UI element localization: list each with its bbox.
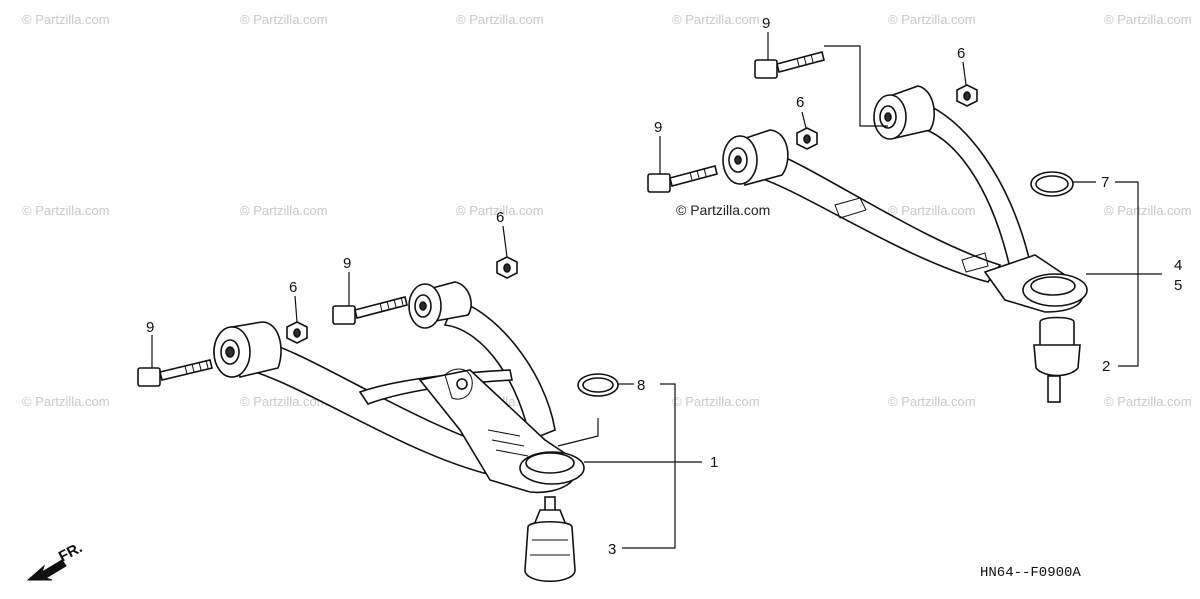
right-arm-ball-eye bbox=[1022, 273, 1088, 307]
callout-right-ball-joint: 2 bbox=[1102, 358, 1110, 375]
watermark-text: © Partzilla.com bbox=[1104, 12, 1192, 27]
left-ball-joint bbox=[524, 496, 576, 582]
watermark-text: © Partzilla.com bbox=[22, 12, 110, 27]
callout-right-bolt-front: 9 bbox=[654, 119, 662, 136]
callout-left-arm: 1 bbox=[710, 454, 718, 471]
watermark-text: © Partzilla.com bbox=[22, 394, 110, 409]
callout-right-nut-front: 6 bbox=[796, 94, 804, 111]
right-ball-joint bbox=[1033, 316, 1081, 403]
watermark-text: © Partzilla.com bbox=[888, 12, 976, 27]
watermark-text: © Partzilla.com bbox=[888, 203, 976, 218]
callout-left-nut-front: 6 bbox=[289, 279, 297, 296]
callout-left-ball-joint: 3 bbox=[608, 541, 616, 558]
callout-right-circlip: 7 bbox=[1101, 174, 1109, 191]
watermark-text: © Partzilla.com bbox=[240, 394, 328, 409]
right-circlip bbox=[1030, 171, 1074, 197]
watermark-text: © Partzilla.com bbox=[240, 203, 328, 218]
watermark-text: © Partzilla.com bbox=[456, 203, 544, 218]
right-bolt-rear bbox=[754, 51, 825, 79]
left-arm-ball-eye bbox=[519, 451, 585, 485]
right-arm-bushing-front bbox=[722, 129, 789, 187]
left-nut-front bbox=[286, 321, 308, 344]
left-bolt-rear bbox=[332, 296, 408, 325]
watermark-text: © Partzilla.com bbox=[22, 203, 110, 218]
callout-numbers: 9 9 6 6 8 1 3 9 9 6 6 7 4 5 2 bbox=[146, 15, 1182, 558]
left-bolt-front bbox=[137, 359, 213, 387]
callout-left-nut-rear: 6 bbox=[496, 209, 504, 226]
right-nut-front bbox=[796, 127, 818, 150]
watermark-text: © Partzilla.com bbox=[240, 12, 328, 27]
front-direction-indicator: FR. bbox=[26, 539, 85, 581]
watermark-text: © Partzilla.com bbox=[672, 12, 760, 27]
watermark-text: © Partzilla.com bbox=[456, 12, 544, 27]
right-arm-bushing-rear bbox=[873, 85, 936, 140]
left-lower-arm-assembly bbox=[137, 256, 619, 582]
leader-lines bbox=[151, 32, 1162, 549]
callout-right-arm-b: 5 bbox=[1174, 277, 1182, 294]
left-arm-bushing-front bbox=[213, 321, 282, 378]
callout-right-arm-a: 4 bbox=[1174, 257, 1182, 274]
watermark-text: © Partzilla.com bbox=[1104, 394, 1192, 409]
right-nut-rear bbox=[956, 84, 978, 107]
callout-right-bolt-rear: 9 bbox=[762, 15, 770, 32]
left-nut-rear bbox=[496, 256, 518, 279]
watermark-text: © Partzilla.com bbox=[1104, 203, 1192, 218]
right-upper-arm-assembly bbox=[647, 51, 1088, 403]
callout-left-bolt-front: 9 bbox=[146, 319, 154, 336]
callout-left-circlip: 8 bbox=[637, 377, 645, 394]
brand-label: © Partzilla.com bbox=[676, 202, 770, 218]
diagram-code: HN64--F0900A bbox=[980, 565, 1081, 581]
watermark-grid: © Partzilla.com © Partzilla.com © Partzi… bbox=[22, 12, 1192, 409]
watermark-text: © Partzilla.com bbox=[672, 394, 760, 409]
left-circlip bbox=[577, 373, 619, 397]
front-arrow-icon bbox=[26, 559, 67, 581]
callout-left-bolt-rear: 9 bbox=[343, 255, 351, 272]
watermark-text: © Partzilla.com bbox=[888, 394, 976, 409]
right-bolt-front bbox=[647, 165, 718, 193]
callout-right-nut-rear: 6 bbox=[957, 45, 965, 62]
left-arm-bushing-rear bbox=[408, 281, 472, 329]
